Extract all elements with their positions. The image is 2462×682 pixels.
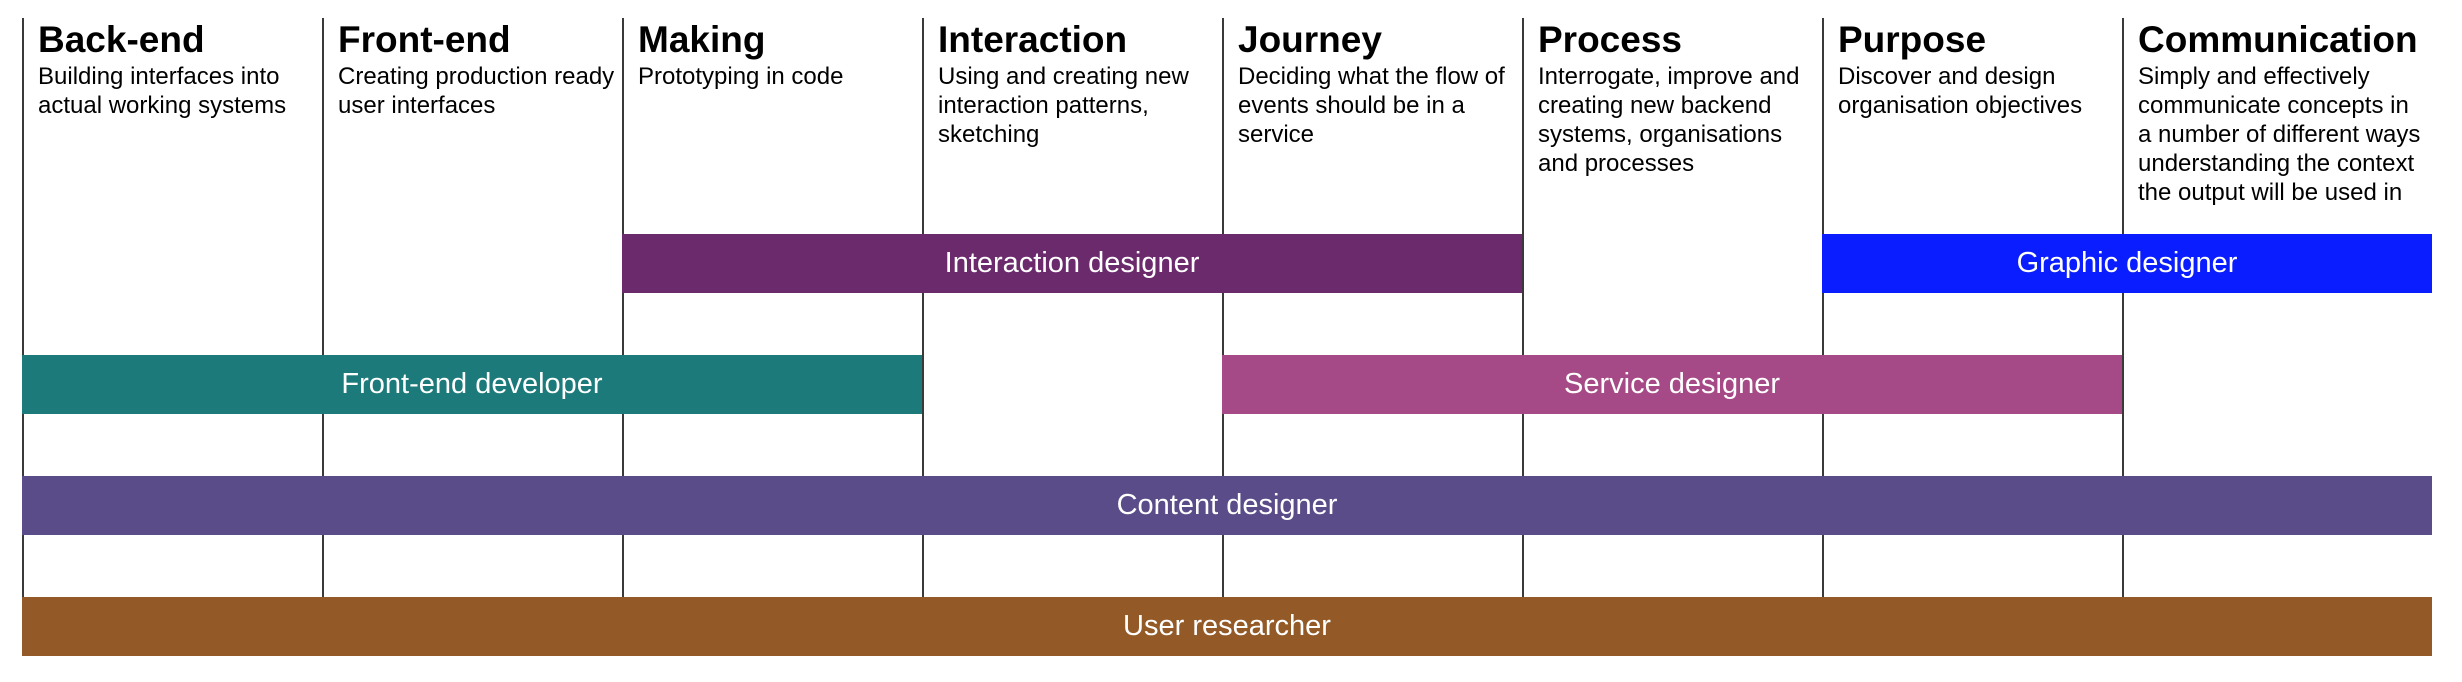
column-divider: [22, 18, 24, 654]
column-divider: [922, 18, 924, 654]
column-title: Journey: [1238, 19, 1382, 60]
column-description: Using and creating new interaction patte…: [938, 63, 1189, 148]
role-label: Interaction designer: [944, 247, 1200, 279]
role-bar-graphic-designer: Graphic designer: [1822, 234, 2432, 293]
column-title: Back-end: [38, 19, 205, 60]
role-label: Content designer: [1116, 489, 1338, 521]
column-description: Simply and effectively communicate conce…: [2138, 63, 2421, 206]
role-label: User researcher: [1123, 610, 1331, 642]
role-label: Front-end developer: [341, 368, 603, 400]
column-divider: [1222, 18, 1224, 654]
column-title: Making: [638, 19, 766, 60]
column-description: Prototyping in code: [638, 63, 844, 90]
column-title: Purpose: [1838, 19, 1987, 60]
column-description: Discover and design organisation objecti…: [1838, 63, 2083, 119]
column-divider: [2122, 18, 2124, 654]
column-description: Interrogate, improve and creating new ba…: [1538, 63, 1800, 177]
role-bar-content-designer: Content designer: [22, 476, 2432, 535]
column-description: Creating production ready user interface…: [338, 63, 615, 119]
role-label: Graphic designer: [2016, 247, 2238, 279]
column-divider: [1522, 18, 1524, 654]
column-description: Deciding what the flow of events should …: [1238, 63, 1505, 148]
column-title: Interaction: [938, 19, 1128, 60]
column-divider: [622, 18, 624, 654]
column-divider: [322, 18, 324, 654]
role-bar-interaction-designer: Interaction designer: [622, 234, 1522, 293]
column-divider: [1822, 18, 1824, 654]
column-description: Building interfaces into actual working …: [38, 63, 287, 119]
role-bar-front-end-developer: Front-end developer: [22, 355, 922, 414]
role-bar-service-designer: Service designer: [1222, 355, 2122, 414]
role-label: Service designer: [1564, 368, 1780, 400]
column-title: Front-end: [338, 19, 511, 60]
role-bar-user-researcher: User researcher: [22, 597, 2432, 656]
column-title: Process: [1538, 19, 1682, 60]
column-title: Communication: [2138, 19, 2418, 60]
